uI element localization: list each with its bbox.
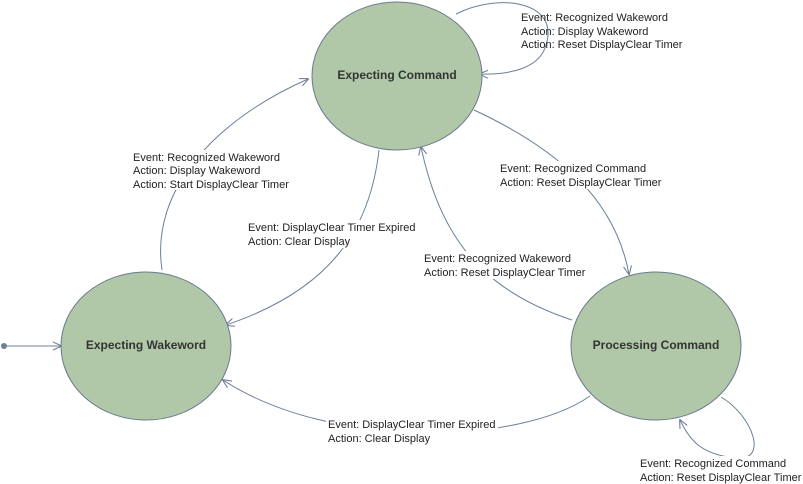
label-command-self-loop: Event: Recognized Wakeword Action: Displ… bbox=[521, 12, 683, 51]
state-expecting-command[interactable]: Expecting Command bbox=[311, 1, 483, 151]
label-event: Event: DisplayClear Timer Expired bbox=[248, 222, 416, 234]
label-processing-to-command: Event: Recognized Wakeword Action: Reset… bbox=[422, 251, 588, 279]
label-event: Event: DisplayClear Timer Expired bbox=[328, 419, 496, 431]
label-event: Event: Recognized Wakeword bbox=[424, 253, 571, 265]
label-command-to-wakeword: Event: DisplayClear Timer Expired Action… bbox=[246, 220, 418, 248]
edge-command-self-loop bbox=[455, 2, 549, 74]
label-action: Action: Reset DisplayClear Timer bbox=[424, 267, 586, 279]
label-action: Action: Clear Display bbox=[248, 236, 351, 248]
label-command-to-processing: Event: Recognized Command Action: Reset … bbox=[498, 161, 664, 189]
state-expecting-wakeword[interactable]: Expecting Wakeword bbox=[60, 271, 232, 421]
label-action: Action: Clear Display bbox=[328, 433, 431, 445]
label-event: Event: Recognized Command bbox=[640, 458, 786, 470]
edge-command-to-processing bbox=[473, 109, 629, 274]
label-processing-to-wakeword: Event: DisplayClear Timer Expired Action… bbox=[326, 417, 498, 445]
state-label-expecting-command: Expecting Command bbox=[337, 68, 456, 82]
label-processing-self-loop: Event: Recognized Command Action: Reset … bbox=[638, 456, 803, 484]
label-action: Action: Reset DisplayClear Timer bbox=[640, 472, 802, 484]
label-action: Action: Display Wakeword bbox=[521, 26, 648, 38]
label-event: Event: Recognized Wakeword bbox=[133, 152, 280, 164]
state-label-processing-command: Processing Command bbox=[593, 338, 720, 352]
label-event: Event: Recognized Wakeword bbox=[521, 12, 668, 24]
label-action: Action: Reset DisplayClear Timer bbox=[521, 39, 683, 51]
label-action: Action: Reset DisplayClear Timer bbox=[500, 177, 662, 189]
label-action: Action: Display Wakeword bbox=[133, 165, 260, 177]
label-event: Event: Recognized Command bbox=[500, 163, 646, 175]
label-action: Action: Start DisplayClear Timer bbox=[133, 179, 289, 191]
label-wakeword-to-command: Event: Recognized Wakeword Action: Displ… bbox=[131, 150, 295, 191]
state-label-expecting-wakeword: Expecting Wakeword bbox=[86, 338, 206, 352]
state-processing-command[interactable]: Processing Command bbox=[570, 271, 742, 421]
edge-command-to-wakeword bbox=[226, 149, 380, 325]
